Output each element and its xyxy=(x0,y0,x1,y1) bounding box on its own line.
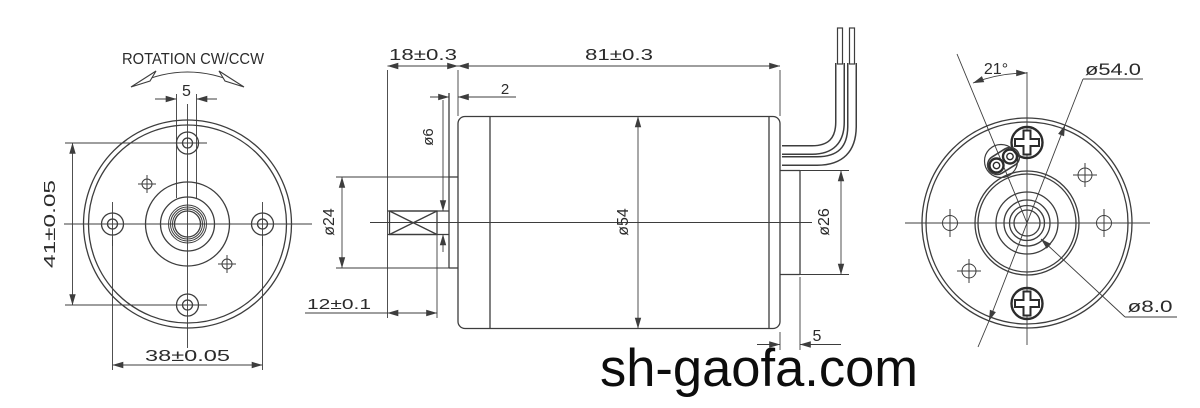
diameter54-leader xyxy=(977,78,1143,348)
dim-81: 81±0.3 xyxy=(585,47,653,64)
watermark: sh-gaofa.com xyxy=(600,339,918,398)
dim-5-rear: 5 xyxy=(813,328,822,345)
rear-boss xyxy=(780,169,801,276)
dim-2: 2 xyxy=(501,81,509,98)
labels: ROTATION CW/CCW 5 41±0.05 38±0.05 18±0.3… xyxy=(42,47,1173,398)
dim-d24: ø24 xyxy=(321,208,338,236)
dim-d26: ø26 xyxy=(816,208,833,236)
dim-41: 41±0.05 xyxy=(42,180,59,268)
front-index-marks xyxy=(138,175,236,273)
dim-21deg: 21° xyxy=(984,61,1008,78)
phillips-cross xyxy=(1014,129,1040,156)
rotation-arrow xyxy=(130,70,245,88)
dim-d8-0: ø8.0 xyxy=(1128,297,1173,316)
rotation-label: ROTATION CW/CCW xyxy=(122,51,264,68)
front-view xyxy=(64,70,312,370)
rear-view xyxy=(905,53,1177,348)
dim-38: 38±0.05 xyxy=(145,348,230,365)
dim-d6: ø6 xyxy=(420,128,437,146)
lead-wires xyxy=(782,27,857,166)
phillips-cross xyxy=(1014,290,1040,317)
side-view xyxy=(305,27,857,350)
rear-small-holes xyxy=(942,163,1112,283)
dim-12: 12±0.1 xyxy=(307,296,371,313)
wire-tip xyxy=(836,27,844,65)
dim-slot-width: 5 xyxy=(182,83,191,100)
dim-d54-0: ø54.0 xyxy=(1085,60,1141,79)
dim-d54: ø54 xyxy=(615,208,632,236)
wire-grommet xyxy=(983,143,1021,179)
dim-18: 18±0.3 xyxy=(389,47,457,64)
diameter8-leader xyxy=(1040,238,1177,318)
wire-tip xyxy=(848,27,856,65)
